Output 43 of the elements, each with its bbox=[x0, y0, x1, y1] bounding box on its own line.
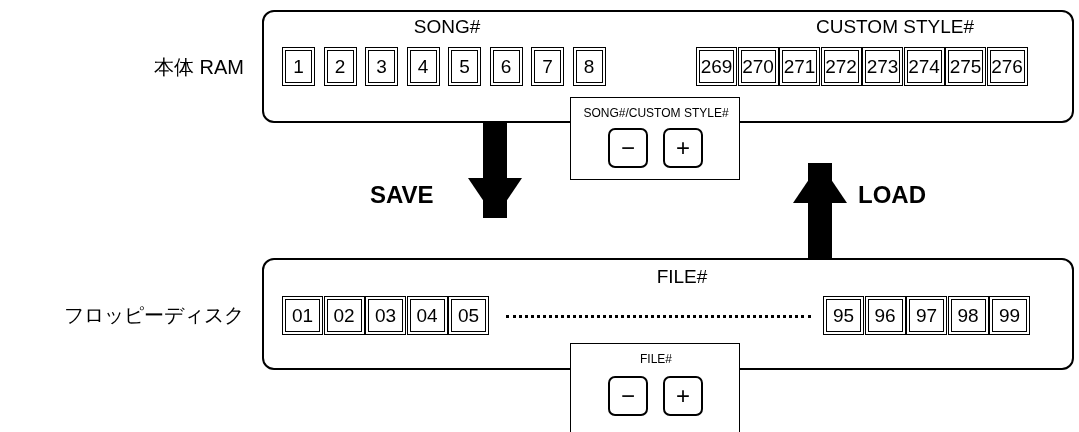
number-cell: 02 bbox=[326, 299, 362, 332]
number-cell: 04 bbox=[409, 299, 445, 332]
control-panel bbox=[570, 97, 740, 180]
number-cell: 98 bbox=[950, 299, 986, 332]
number-cell: 2 bbox=[326, 50, 354, 83]
number-cell: 05 bbox=[451, 299, 486, 332]
panel-title: 本体 RAM bbox=[154, 55, 244, 80]
number-cell: 03 bbox=[368, 299, 403, 332]
number-cell: 276 bbox=[989, 50, 1025, 83]
section-heading: CUSTOM STYLE# bbox=[816, 16, 974, 38]
number-cell: 272 bbox=[823, 50, 859, 83]
block-arrow bbox=[468, 123, 522, 218]
section-heading: SONG# bbox=[413, 16, 481, 38]
number-cell: 96 bbox=[867, 299, 903, 332]
control-panel bbox=[570, 343, 740, 432]
key-button: − bbox=[608, 376, 648, 416]
number-cell: 7 bbox=[534, 50, 561, 83]
key-button: − bbox=[608, 128, 648, 168]
number-cell: 273 bbox=[865, 50, 900, 83]
key-button: + bbox=[663, 376, 703, 416]
edge-label: SAVE bbox=[370, 181, 434, 209]
panel-title: フロッピーディスク bbox=[64, 303, 244, 328]
number-cell: 271 bbox=[782, 50, 817, 83]
number-cell: 01 bbox=[285, 299, 320, 332]
block-arrow bbox=[793, 163, 847, 258]
section-heading: FILE# bbox=[656, 266, 708, 288]
section-heading: SONG#/CUSTOM STYLE# bbox=[583, 106, 729, 120]
number-cell: 5 bbox=[451, 50, 478, 83]
section-heading: FILE# bbox=[640, 352, 672, 366]
number-cell: 270 bbox=[740, 50, 776, 83]
number-cell: 95 bbox=[826, 299, 861, 332]
key-button: + bbox=[663, 128, 703, 168]
number-cell: 274 bbox=[906, 50, 942, 83]
number-cell: 8 bbox=[575, 50, 603, 83]
number-cell: 269 bbox=[699, 50, 734, 83]
number-cell: 6 bbox=[492, 50, 520, 83]
number-cell: 275 bbox=[948, 50, 983, 83]
number-cell: 99 bbox=[992, 299, 1027, 332]
number-cell: 4 bbox=[409, 50, 437, 83]
number-cell: 97 bbox=[909, 299, 944, 332]
edge-label: LOAD bbox=[858, 181, 926, 209]
number-cell: 3 bbox=[368, 50, 395, 83]
number-cell: 1 bbox=[285, 50, 312, 83]
